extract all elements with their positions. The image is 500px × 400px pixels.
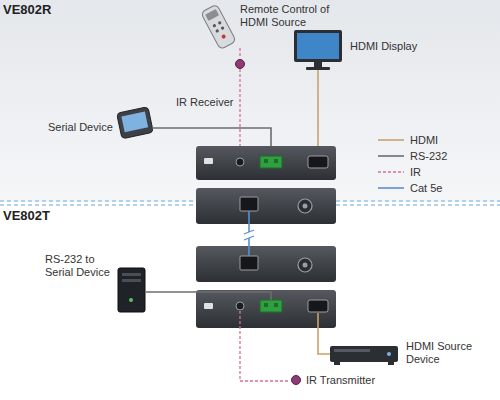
illustration-part	[330, 346, 398, 362]
ir-cable	[240, 311, 290, 381]
transmitter-unit	[196, 246, 336, 282]
transmitter-unit	[196, 290, 336, 328]
illustration-part	[264, 159, 268, 163]
illustration-part	[294, 30, 342, 62]
illustration-part	[260, 300, 282, 312]
illustration-part	[297, 33, 339, 59]
illustration-part	[306, 67, 330, 70]
remote-control-icon	[201, 4, 237, 50]
hdmi-cable	[318, 313, 330, 354]
illustration-part	[221, 34, 226, 39]
illustration-part	[218, 21, 222, 25]
legend-sample	[378, 139, 404, 141]
unit-title: VE802T	[3, 208, 50, 223]
receiver-unit	[196, 188, 336, 224]
legend-label: HDMI	[410, 134, 438, 147]
legend-sample	[378, 171, 404, 172]
cable-break	[244, 230, 254, 234]
ir-transmitter-icon	[292, 376, 301, 385]
illustration-part	[236, 302, 244, 310]
illustration-part	[292, 376, 301, 385]
illustration-part	[212, 23, 216, 27]
device-label: RS-232 to Serial Device	[45, 253, 117, 279]
illustration-part	[205, 9, 219, 21]
illustration-part	[240, 197, 258, 211]
cat5e-cable	[248, 211, 250, 232]
region-band: VE802T RS-232 to Serial DeviceHDMI Source…	[0, 203, 500, 400]
serial-device-icon	[117, 107, 154, 139]
illustration-part	[298, 258, 312, 272]
rs232-cable	[146, 292, 271, 300]
illustration-part	[298, 199, 312, 213]
region-band: VE802R Remote Control of HDMI SourceHDMI …	[0, 0, 500, 202]
illustration-part	[314, 62, 322, 67]
illustration-part	[303, 263, 308, 268]
legend-sample	[378, 187, 404, 189]
illustration-part	[308, 300, 328, 312]
receiver-unit	[196, 146, 336, 180]
device-name: HDMI Display	[350, 40, 417, 53]
illustration-part	[196, 188, 336, 224]
legend-label: RS-232	[410, 150, 447, 163]
device-label: Remote Control of HDMI Source	[240, 3, 340, 29]
illustration-part	[334, 362, 340, 365]
illustration-part	[196, 290, 336, 328]
illustration-part	[204, 303, 213, 309]
cat5e-cable	[248, 238, 250, 256]
unit-title: VE802R	[3, 2, 51, 17]
hdmi-display-icon	[294, 30, 342, 70]
device-label: HDMI Source Device	[406, 340, 486, 366]
illustration-part	[196, 146, 336, 180]
ir-signal	[239, 48, 240, 58]
illustration-part	[264, 303, 268, 307]
bottom-band	[0, 202, 500, 400]
legend-label: IR	[410, 166, 421, 179]
legend-sample	[378, 155, 404, 157]
device-name: HDMI Source Device	[406, 340, 486, 366]
illustration-part	[122, 279, 141, 282]
illustration-part	[118, 268, 145, 312]
device-label: IR Transmitter	[306, 374, 375, 387]
illustration-part	[274, 159, 278, 163]
hdmi-cable	[317, 70, 319, 156]
illustration-part	[196, 246, 336, 282]
top-band	[0, 0, 500, 202]
device-label: HDMI Display	[350, 40, 417, 53]
illustration-part	[129, 298, 133, 302]
illustration-part	[117, 107, 154, 139]
device-name: IR Receiver	[176, 96, 233, 109]
device-name: Remote Control of HDMI Source	[240, 3, 340, 29]
legend-label: Cat 5e	[410, 182, 442, 195]
illustration-part	[308, 156, 328, 168]
device-name: IR Transmitter	[306, 374, 375, 387]
illustration-part	[260, 156, 282, 168]
ir-receiver-icon	[236, 60, 245, 69]
illustration-part	[236, 158, 244, 166]
illustration-part	[122, 273, 141, 276]
illustration-part	[201, 4, 237, 50]
illustration-part	[388, 362, 394, 365]
hdmi-source-icon	[330, 346, 398, 365]
illustration-part	[220, 26, 224, 30]
illustration-part	[387, 352, 391, 356]
illustration-part	[240, 256, 258, 270]
illustration-part	[274, 303, 278, 307]
illustration-part	[121, 111, 148, 132]
illustration-part	[215, 29, 219, 33]
cable-break	[244, 236, 254, 240]
illustration-part	[334, 349, 370, 352]
illustration-part	[303, 204, 308, 209]
device-name: RS-232 to Serial Device	[45, 253, 117, 279]
device-label: IR Receiver	[176, 96, 233, 109]
serial-server-icon	[118, 268, 145, 312]
ir-cable	[239, 69, 240, 158]
device-label: Serial Device	[48, 121, 113, 134]
device-name: Serial Device	[48, 121, 113, 134]
illustration-part	[204, 158, 213, 164]
